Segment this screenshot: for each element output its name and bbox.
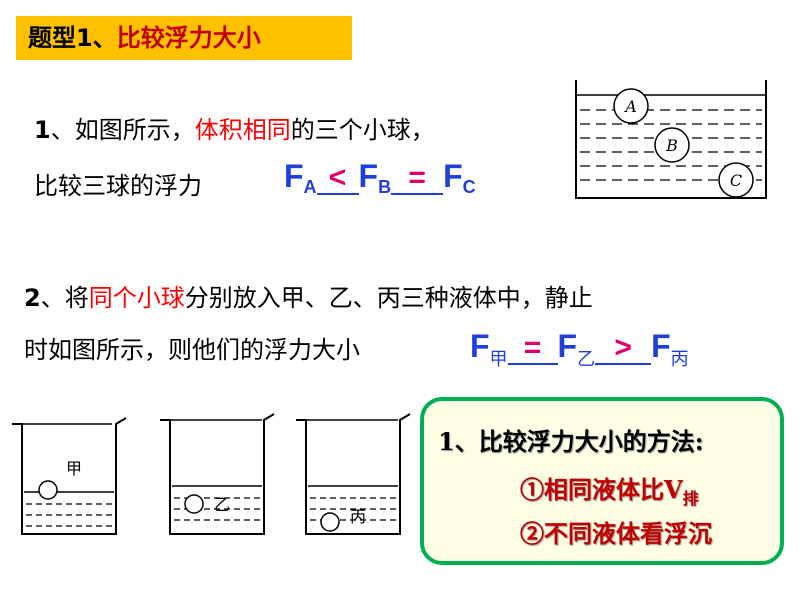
ball-c-label: C (730, 171, 742, 190)
answer-relation-1: < (316, 163, 359, 195)
ball-yi (184, 494, 204, 514)
question-1-line2: 比较三球的浮力 (34, 172, 202, 200)
method-item-1-sub: 排 (682, 489, 699, 508)
question-2-answer: F甲=F乙>F丙 (470, 328, 689, 371)
method-box (420, 397, 784, 565)
answer-f-a: F (284, 158, 304, 194)
method-item-1-text: ①相同液体比V (520, 475, 683, 504)
answer2-f-3: F (651, 328, 671, 364)
beaker-jia: 甲 (12, 417, 127, 535)
tank-diagram: A B C (575, 80, 767, 199)
beaker-bing-label: 丙 (350, 507, 366, 526)
answer-sub-a: A (303, 177, 317, 197)
question-2-number: 2 (24, 284, 41, 312)
answer2-f-1: F (470, 328, 490, 364)
answer2-sub-1: 甲 (489, 349, 508, 370)
question-2-text-a: 、将 (40, 284, 89, 312)
answer2-relation-2: > (595, 333, 652, 365)
answer2-sub-2: 乙 (577, 349, 596, 370)
question-1-text-b: 的三个小球， (290, 116, 435, 144)
answer2-sub-3: 丙 (670, 349, 689, 370)
beaker-jia-label: 甲 (66, 459, 82, 478)
method-title: 1、比较浮力大小的方法: (438, 427, 704, 456)
answer2-relation-1: = (507, 333, 558, 365)
ball-b (654, 127, 690, 163)
method-item-1: ①相同液体比V排 (520, 470, 699, 509)
question-1-line1: 1、如图所示，体积相同的三个小球， (34, 114, 435, 146)
question-1-number: 1 (34, 116, 51, 144)
topic-prefix: 题型1、 (28, 24, 117, 52)
question-2-line2: 时如图所示，则他们的浮力大小 (24, 336, 360, 364)
ball-a-label: A (623, 97, 637, 116)
topic-banner: 题型1、比较浮力大小 (16, 16, 352, 60)
question-2-line1: 2、将同个小球分别放入甲、乙、丙三种液体中，静止 (24, 282, 593, 314)
ball-b-label: B (665, 136, 678, 155)
ball-c (718, 162, 754, 198)
topic-title: 比较浮力大小 (116, 24, 261, 52)
question-1-text-a: 、如图所示， (50, 116, 195, 144)
answer2-f-2: F (557, 328, 578, 364)
question-1-answer: FA<FB=FC (284, 158, 476, 198)
beaker-yi: 乙 (160, 413, 275, 535)
ball-a (613, 88, 649, 124)
answer-f-b: F (358, 158, 379, 194)
question-2-highlight: 同个小球 (88, 284, 185, 312)
answer-sub-b: B (378, 177, 392, 197)
ball-bing (320, 512, 340, 532)
answer-f-c: F (443, 158, 463, 194)
answer-relation-2: = (391, 163, 444, 195)
answer-sub-c: C (462, 177, 476, 197)
question-2-text-b: 分别放入甲、乙、丙三种液体中，静止 (184, 284, 593, 312)
beaker-yi-label: 乙 (214, 495, 230, 514)
question-1-highlight: 体积相同 (194, 116, 291, 144)
beaker-bing: 丙 (296, 413, 411, 535)
method-item-2: ②不同液体看浮沉 (520, 519, 712, 548)
ball-jia (38, 480, 58, 500)
